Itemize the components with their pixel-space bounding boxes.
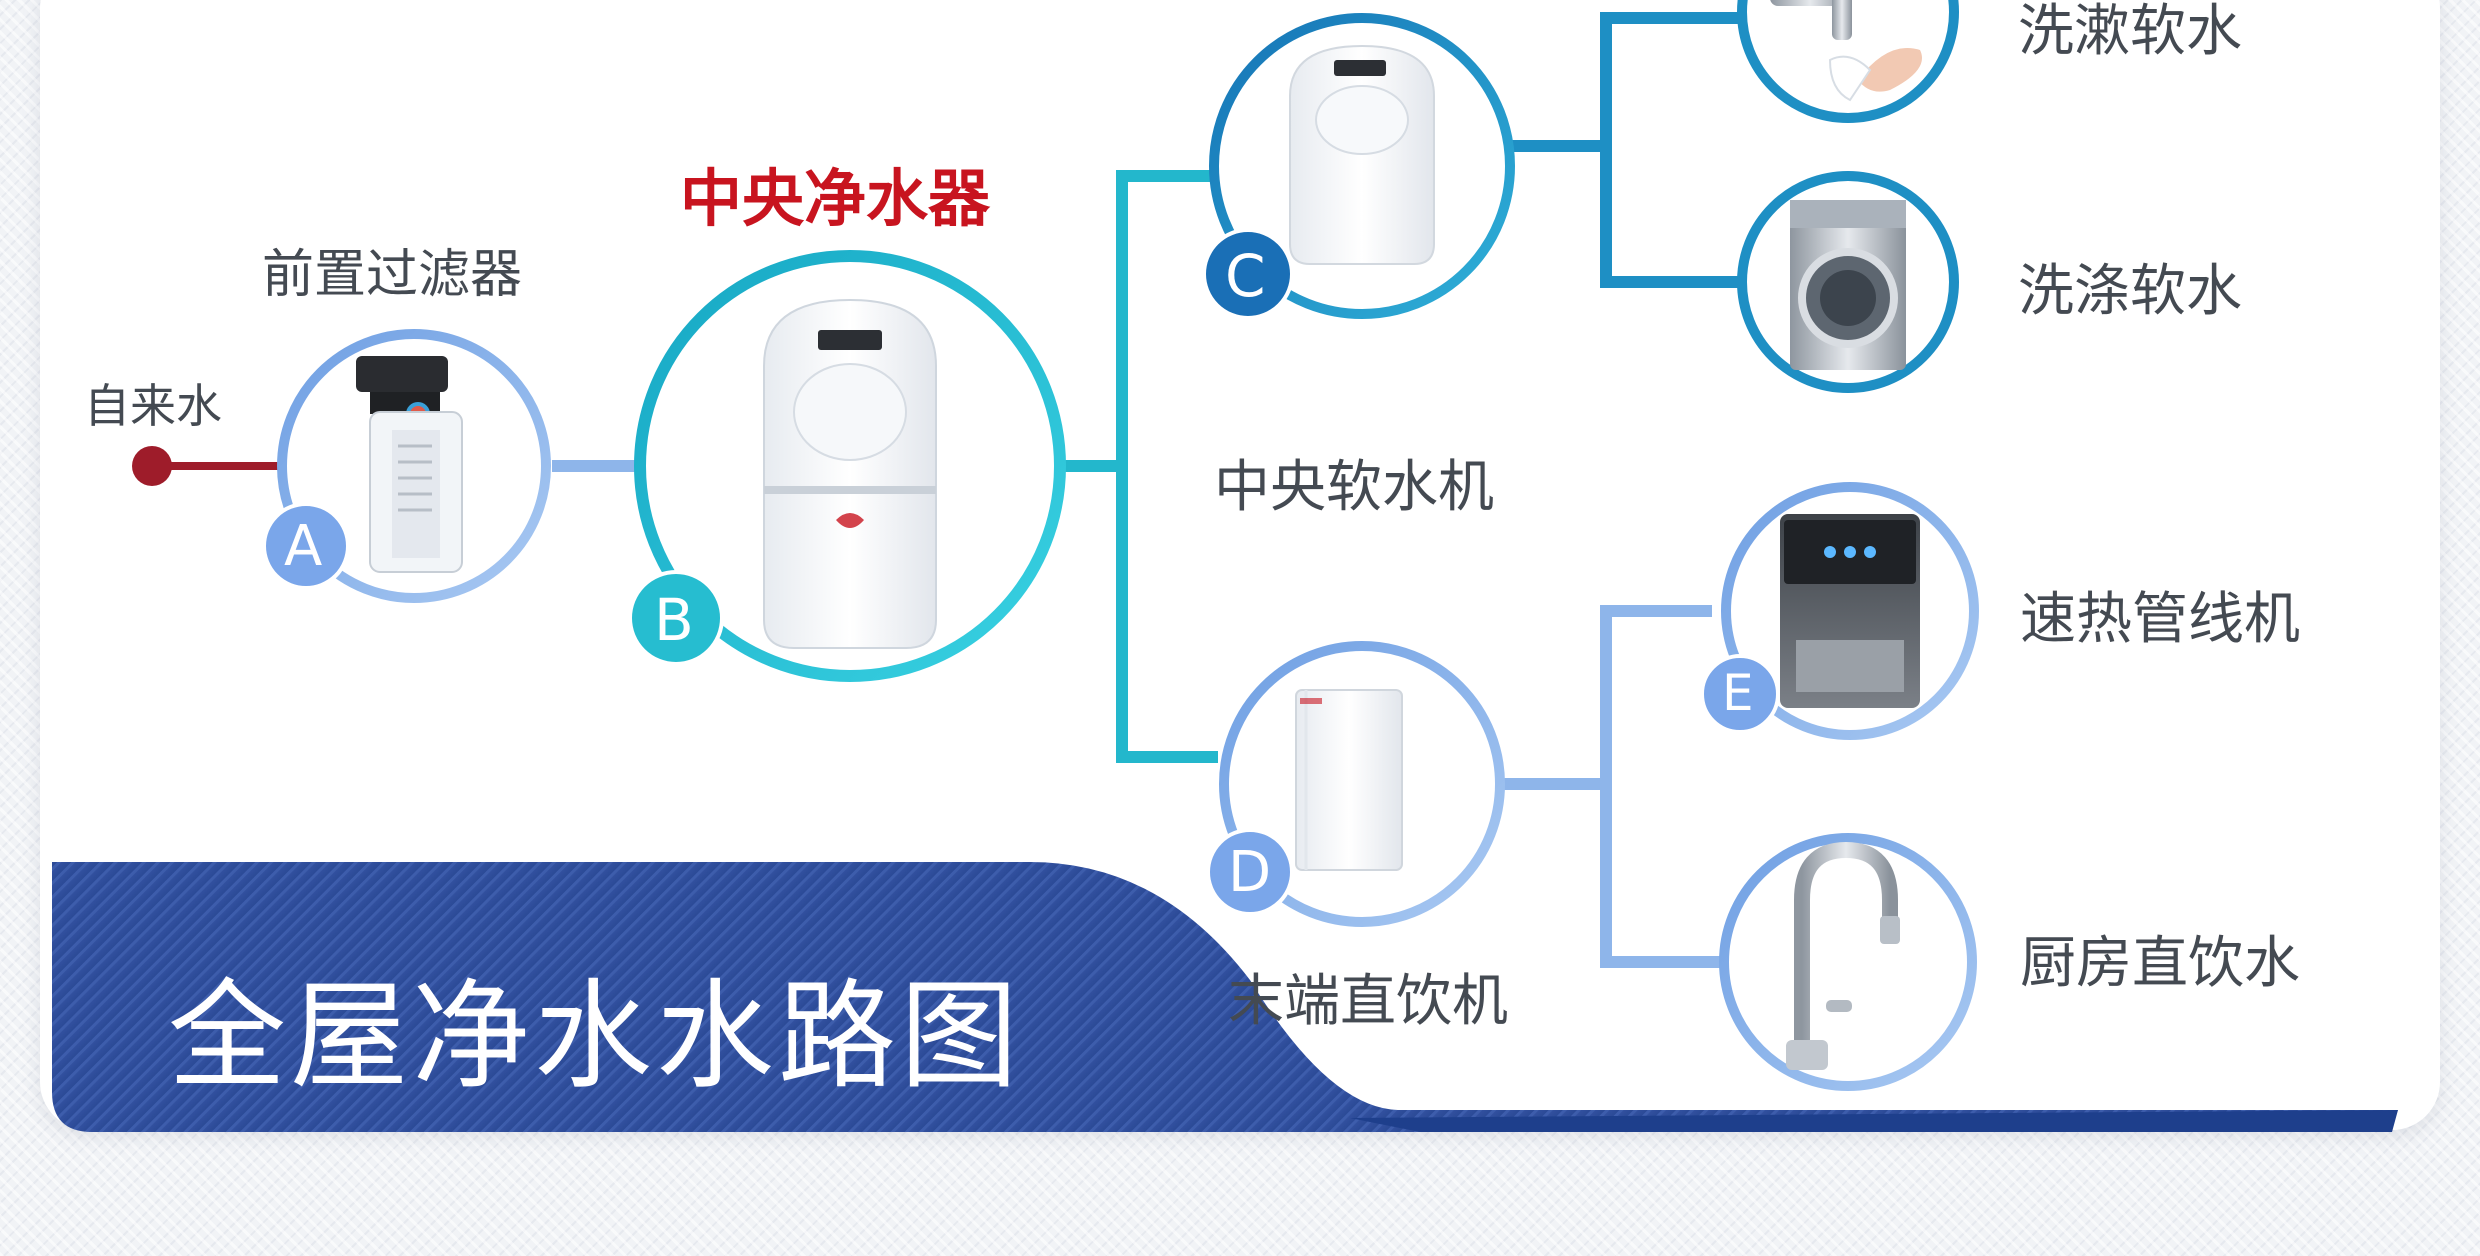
- drinking-purifier-icon: [1295, 689, 1403, 871]
- faucet-handwash-icon: [1770, 0, 1922, 102]
- node-b-badge: [628, 570, 724, 666]
- node-a-prefilter: [262, 329, 551, 603]
- node-b-label: 中央净水器: [680, 162, 991, 235]
- badge-d-label: D: [1228, 840, 1272, 905]
- node-e-label: 速热管线机: [2020, 587, 2300, 652]
- badge-b-label: B: [654, 586, 694, 654]
- node-c-softener: [1202, 13, 1515, 320]
- output-kitchen-label: 厨房直饮水: [2020, 931, 2300, 996]
- node-c-badge: [1202, 228, 1294, 320]
- node-c-label: 中央软水机: [1214, 455, 1494, 520]
- pipe-c-outputs: [1512, 12, 1740, 288]
- pipes: [132, 12, 1740, 968]
- softener-icon: [1289, 44, 1435, 265]
- output-handwash-label: 洗漱软水: [2018, 0, 2242, 64]
- instant-hot-dispenser-icon: [1780, 514, 1920, 708]
- output-washing: [1737, 171, 1959, 393]
- badge-a-label: A: [284, 514, 323, 579]
- node-d-label: 末端直饮机: [1228, 969, 1508, 1034]
- node-a-label: 前置过滤器: [262, 245, 523, 305]
- node-d-badge: [1206, 828, 1294, 916]
- pipe-d-outputs: [1500, 605, 1720, 968]
- central-purifier-icon: [763, 298, 937, 649]
- badge-c-label: C: [1225, 242, 1266, 310]
- node-e-badge: [1700, 654, 1780, 734]
- output-handwash: [1737, 0, 1959, 123]
- node-b-central-purifier: [628, 250, 1066, 682]
- washing-machine-icon: [1790, 200, 1906, 370]
- prefilter-icon: [356, 356, 463, 573]
- badge-e-label: E: [1722, 664, 1754, 722]
- output-instant-hot: [1700, 482, 1979, 740]
- kitchen-faucet-icon: [1786, 841, 1900, 1070]
- node-d-drinking-purifier: [1206, 641, 1505, 927]
- output-kitchen: [1719, 833, 1977, 1091]
- pipe-split-c-d: [1116, 170, 1218, 763]
- banner-title: 全屋净水水路图: [168, 967, 1023, 1105]
- inlet-dot: [132, 446, 172, 486]
- node-a-badge: [262, 502, 350, 590]
- title-banner: [52, 862, 2398, 1132]
- output-washing-label: 洗涤软水: [2018, 259, 2242, 324]
- inlet-label: 自来水: [84, 379, 222, 433]
